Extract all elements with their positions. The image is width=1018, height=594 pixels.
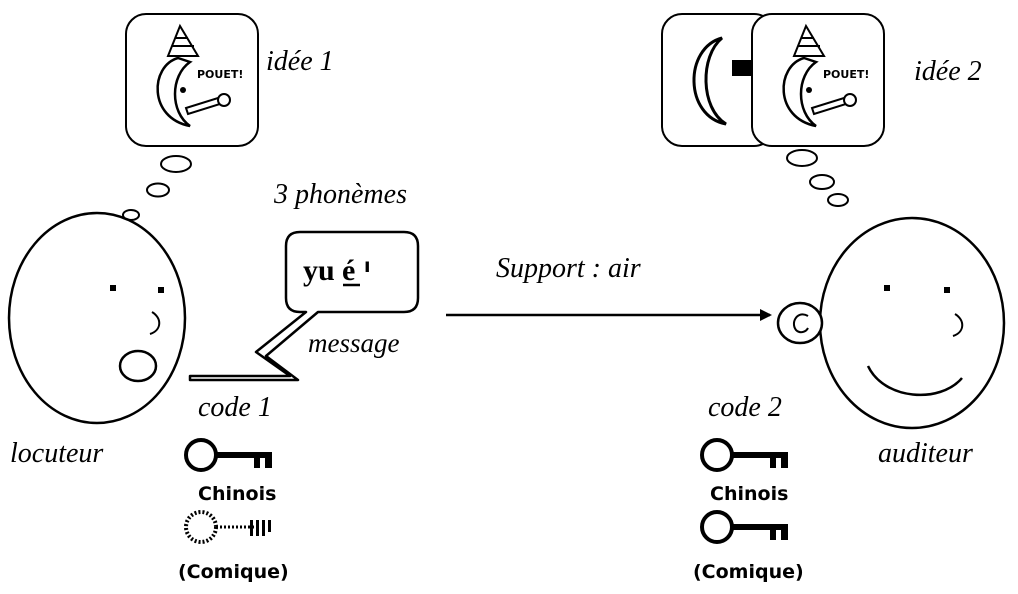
key-icon [700,510,788,544]
word-yue: yu é ı [303,254,371,287]
listener-key-chinois: Chinois [700,438,788,505]
crescent-moon-icon [692,36,727,126]
key-label: Chinois [710,483,788,505]
moon-clown-icon-2: POUET! [782,23,869,128]
idea1-thought-bubble: POUET! [122,13,259,221]
key-label: (Comique) [178,561,289,583]
ear-icon [776,301,824,345]
speaker-key-chinois: Chinois [184,438,276,505]
idea2-label: idée 2 [914,56,982,87]
pouet-text-2: POUET! [823,68,869,81]
phonemes-label: 3 phonèmes [273,179,407,210]
listener-key-comique: (Comique) [693,510,804,583]
word-accent: é [342,254,355,287]
pouet-text: POUET! [197,68,243,81]
listener-face [776,216,1006,430]
idea2-thought-bubble: POUET! [661,13,885,207]
key-label: Chinois [198,483,276,505]
message-label: message [308,328,399,358]
word-tone: ı [364,255,371,277]
key-label: (Comique) [693,561,804,583]
speaker-label: locuteur [10,438,103,469]
key-icon [700,438,788,472]
speech-bubble [188,230,420,382]
support-label: Support : air [496,253,641,284]
word-main: yu [303,254,335,287]
moon-clown-icon: POUET! [156,23,243,128]
speaker-face [7,211,187,425]
listener-label: auditeur [878,438,973,469]
code1-label: code 1 [198,392,272,423]
idea1-label: idée 1 [266,46,334,77]
code2-label: code 2 [708,392,782,423]
key-icon [184,438,272,472]
key-icon-dotted [184,510,271,544]
speaker-key-comique: (Comique) [178,510,289,583]
